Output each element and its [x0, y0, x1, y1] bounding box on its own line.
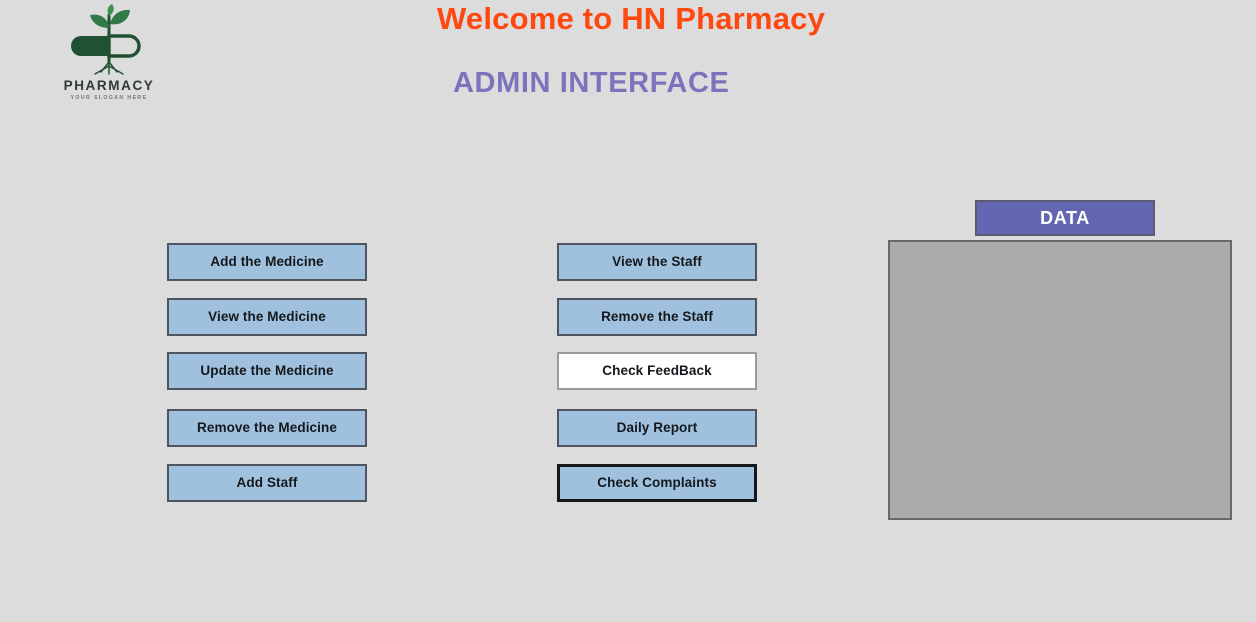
- view-the-medicine-button[interactable]: View the Medicine: [167, 298, 367, 336]
- pharmacy-capsule-plant-icon: [71, 4, 141, 75]
- check-complaints-button[interactable]: Check Complaints: [557, 464, 757, 502]
- remove-the-medicine-button[interactable]: Remove the Medicine: [167, 409, 367, 447]
- check-feedback-button[interactable]: Check FeedBack: [557, 352, 757, 390]
- add-the-medicine-button[interactable]: Add the Medicine: [167, 243, 367, 281]
- add-staff-button[interactable]: Add Staff: [167, 464, 367, 502]
- data-tab-label[interactable]: DATA: [975, 200, 1155, 236]
- remove-the-staff-button[interactable]: Remove the Staff: [557, 298, 757, 336]
- data-display-panel: [888, 240, 1232, 520]
- logo-slogan: YOUR SLOGAN HERE: [70, 94, 148, 101]
- page-title: ADMIN INTERFACE: [453, 67, 730, 99]
- update-the-medicine-button[interactable]: Update the Medicine: [167, 352, 367, 390]
- view-the-staff-button[interactable]: View the Staff: [557, 243, 757, 281]
- daily-report-button[interactable]: Daily Report: [557, 409, 757, 447]
- app-logo: PHARMACY YOUR SLOGAN HERE: [50, 4, 168, 104]
- welcome-title: Welcome to HN Pharmacy: [437, 1, 826, 36]
- logo-wordmark: PHARMACY: [63, 78, 155, 93]
